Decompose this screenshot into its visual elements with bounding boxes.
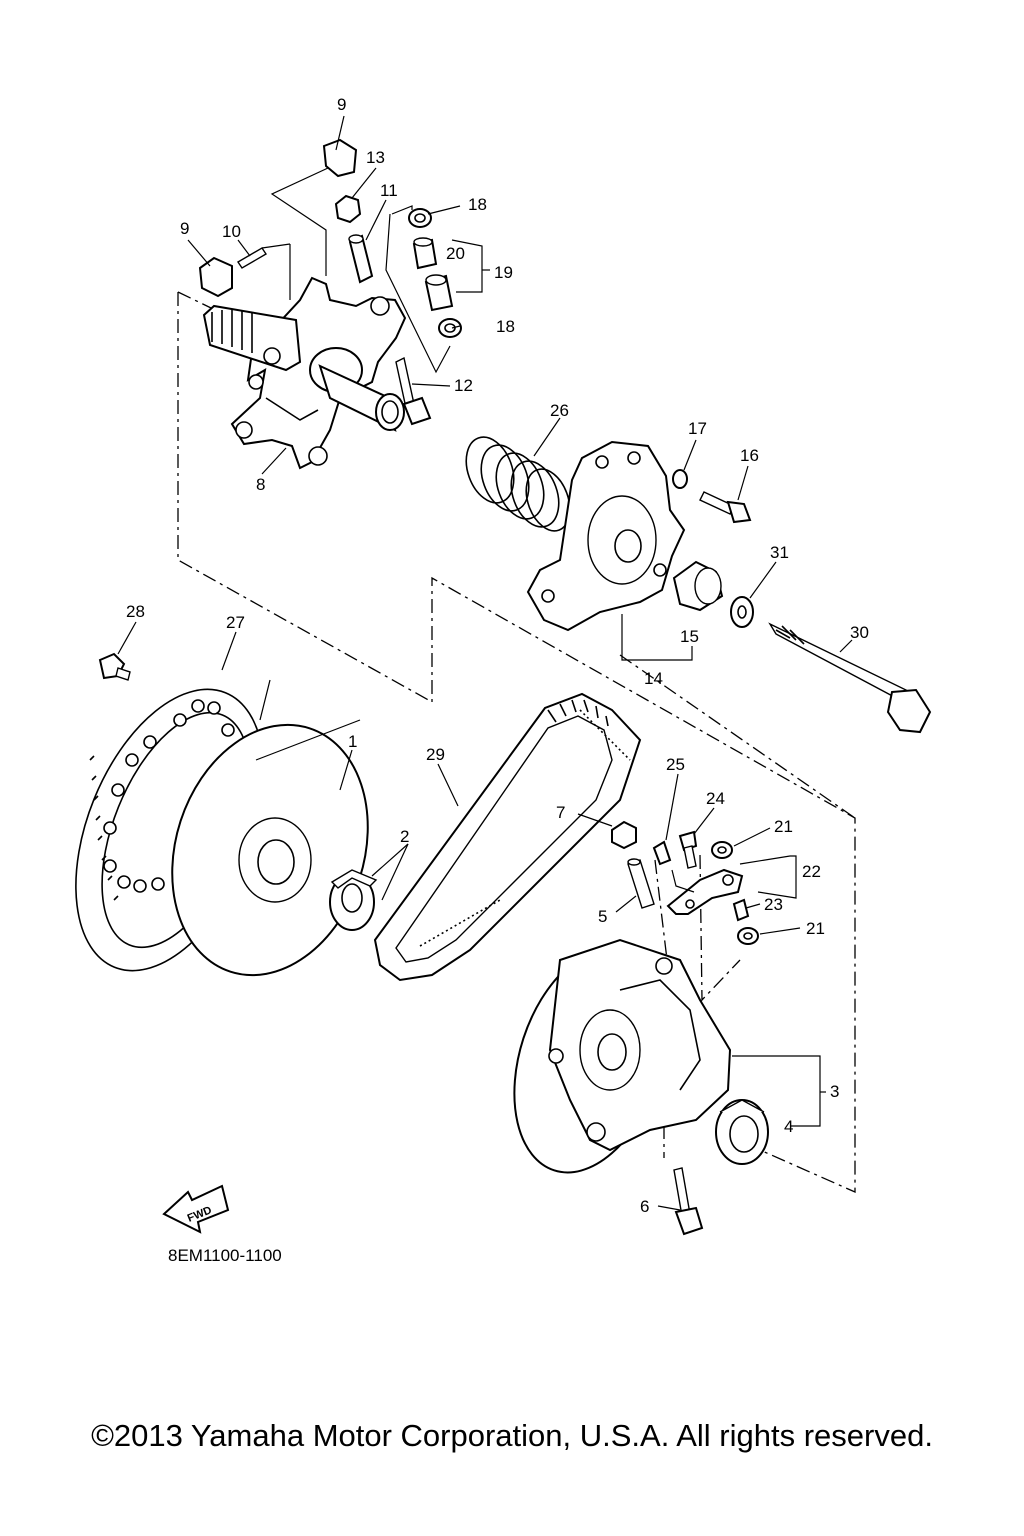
secondary-sheave-part-3 bbox=[513, 938, 732, 1174]
bolt-part-12 bbox=[395, 356, 432, 426]
fwd-arrow-icon: FWD bbox=[162, 1184, 230, 1234]
weight-part-9-left bbox=[198, 256, 233, 298]
part-label-12: 12 bbox=[454, 376, 473, 395]
part-label-2: 2 bbox=[400, 827, 409, 846]
part-label-18-top: 18 bbox=[468, 195, 487, 214]
part-label-6: 6 bbox=[640, 1197, 649, 1216]
bolt-part-28 bbox=[98, 652, 131, 681]
part-label-11: 11 bbox=[380, 181, 398, 200]
part-label-29: 29 bbox=[426, 745, 445, 764]
part-label-21-bottom: 21 bbox=[806, 919, 825, 938]
washer-part-17 bbox=[672, 469, 688, 489]
part-label-24: 24 bbox=[706, 789, 725, 808]
part-label-7: 7 bbox=[556, 803, 565, 822]
part-label-18-bottom: 18 bbox=[496, 317, 515, 336]
part-label-16: 16 bbox=[740, 446, 759, 465]
part-label-15: 15 bbox=[680, 627, 699, 646]
bolt-part-6 bbox=[673, 1167, 704, 1236]
part-label-9-top: 9 bbox=[337, 95, 346, 114]
part-label-31: 31 bbox=[770, 543, 789, 562]
part-label-5: 5 bbox=[598, 907, 607, 926]
part-label-30: 30 bbox=[850, 623, 869, 642]
bolt-part-16 bbox=[699, 491, 752, 524]
part-label-17: 17 bbox=[688, 419, 707, 438]
part-label-10: 10 bbox=[222, 222, 241, 241]
part-label-1: 1 bbox=[348, 732, 357, 751]
copyright-notice: ©2013 Yamaha Motor Corporation, U.S.A. A… bbox=[91, 1418, 933, 1453]
part-label-3: 3 bbox=[830, 1082, 839, 1101]
diagram-code: 8EM1100-1100 bbox=[168, 1246, 282, 1265]
part-label-28: 28 bbox=[126, 602, 145, 621]
drive-belt-part-29 bbox=[373, 692, 642, 982]
spring-part-26 bbox=[465, 436, 571, 532]
part-label-4: 4 bbox=[784, 1117, 793, 1136]
part-label-26: 26 bbox=[550, 401, 569, 420]
arm-part-22 bbox=[666, 868, 744, 915]
nut-part-7 bbox=[611, 820, 637, 850]
part-label-20: 20 bbox=[446, 244, 465, 263]
part-label-21-top: 21 bbox=[774, 817, 793, 836]
bolt-part-30 bbox=[768, 622, 932, 734]
part-label-23: 23 bbox=[764, 895, 783, 914]
bushing-part-4 bbox=[715, 1099, 769, 1165]
cap-part-14 bbox=[526, 440, 686, 632]
part-label-8: 8 bbox=[256, 475, 265, 494]
collar-part-23 bbox=[732, 898, 750, 922]
spider-part-8 bbox=[202, 276, 407, 470]
collar-part-2 bbox=[329, 869, 378, 931]
nut-part-13 bbox=[334, 194, 362, 224]
part-label-27: 27 bbox=[226, 613, 245, 632]
part-label-19: 19 bbox=[494, 263, 513, 282]
spider-assembly bbox=[198, 138, 490, 470]
pin-part-5 bbox=[627, 858, 655, 909]
leader-lines bbox=[117, 115, 853, 1211]
weight-part-9-top bbox=[322, 138, 358, 178]
part-label-25: 25 bbox=[666, 755, 685, 774]
part-label-22: 22 bbox=[802, 862, 821, 881]
part-label-14: 14 bbox=[644, 669, 663, 688]
collar-part-25 bbox=[652, 840, 672, 866]
pin-part-10 bbox=[237, 247, 267, 269]
sheave-part-1 bbox=[171, 723, 369, 977]
part-number-labels: 9 13 11 18 9 10 20 19 18 12 26 17 16 8 3… bbox=[126, 95, 869, 1216]
bolt-part-24 bbox=[678, 830, 698, 869]
part-label-9-left: 9 bbox=[180, 219, 189, 238]
part-label-13: 13 bbox=[366, 148, 385, 167]
